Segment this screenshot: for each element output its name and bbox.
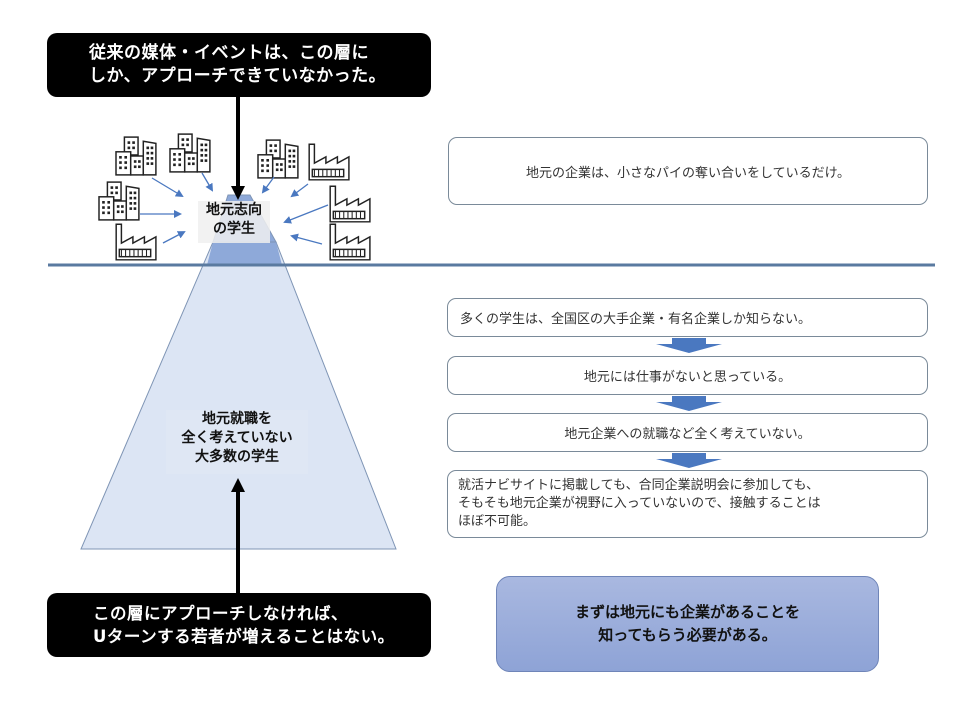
bottom-layer-label: 地元就職を 全く考えていない 大多数の学生	[166, 410, 308, 474]
pyramid-top-layer	[207, 242, 282, 265]
convergence-arrow	[151, 177, 184, 198]
factory-icon	[115, 223, 157, 261]
top-callout: 従来の媒体・イベントは、この層に しか、アプローチできていなかった。	[47, 33, 431, 97]
convergence-arrow	[283, 204, 329, 224]
bottom-layer-label-line-3: 大多数の学生	[195, 449, 279, 465]
flow-step-4: 就活ナビサイトに掲載しても、合同企業説明会に参加しても、 そもそも地元企業が視野…	[447, 470, 928, 538]
conclusion-line-1: まずは地元にも企業があることを	[574, 603, 800, 621]
top-layer-label-line-2: の学生	[213, 221, 255, 237]
flow-down-arrow	[656, 396, 722, 411]
top-note-box: 地元の企業は、小さなパイの奪い合いをしているだけ。	[448, 137, 928, 205]
convergence-arrow	[201, 172, 214, 192]
top-callout-line-1: 従来の媒体・イベントは、この層に	[89, 43, 369, 63]
conclusion-line-2: 知ってもらう必要がある。	[598, 626, 777, 644]
bottom-callout: この層にアプローチしなければ、 Uターンする若者が増えることはない。	[47, 593, 431, 657]
flow-step-3-text: 地元企業への就職など全く考えていない。	[564, 427, 811, 442]
flow-step-2-text: 地元には仕事がないと思っている。	[583, 370, 792, 385]
office-buildings-icon	[115, 136, 157, 176]
flow-step-4-line-2: そもそも地元企業が視野に入っていないので、接触することは	[458, 496, 821, 511]
bottom-layer-label-line-1: 地元就職を	[202, 411, 272, 427]
office-buildings-icon	[257, 139, 299, 179]
factory-icon	[308, 143, 350, 181]
top-layer-label-line-1: 地元志向	[206, 202, 262, 218]
flow-down-arrow	[656, 338, 722, 353]
flow-step-4-line-3: ほぼ不可能。	[458, 514, 537, 529]
flow-step-2: 地元には仕事がないと思っている。	[447, 356, 928, 395]
bottom-layer-label-line-2: 全く考えていない	[181, 430, 293, 446]
office-buildings-icon	[169, 133, 211, 173]
flow-step-4-line-1: 就活ナビサイトに掲載しても、合同企業説明会に参加しても、	[458, 478, 820, 493]
bottom-callout-line-1: この層にアプローチしなければ、	[93, 604, 348, 623]
flow-down-arrow	[656, 453, 722, 468]
convergence-arrow	[290, 183, 309, 198]
flow-step-3: 地元企業への就職など全く考えていない。	[447, 413, 928, 452]
convergence-arrow	[162, 231, 186, 244]
top-layer-label: 地元志向 の学生	[198, 201, 270, 243]
convergence-arrow	[261, 176, 275, 194]
top-note-text: 地元の企業は、小さなパイの奪い合いをしているだけ。	[526, 165, 850, 181]
flow-step-1: 多くの学生は、全国区の大手企業・有名企業しか知らない。	[447, 298, 928, 337]
flow-step-1-text: 多くの学生は、全国区の大手企業・有名企業しか知らない。	[460, 312, 812, 327]
factory-icon	[329, 223, 371, 261]
factory-icon	[329, 185, 371, 223]
convergence-arrow	[290, 233, 323, 245]
office-buildings-icon	[98, 181, 140, 221]
conclusion-box: まずは地元にも企業があることを 知ってもらう必要がある。	[496, 576, 879, 672]
top-callout-line-2: しか、アプローチできていなかった。	[89, 66, 387, 86]
bottom-callout-line-2: Uターンする若者が増えることはない。	[93, 627, 395, 646]
